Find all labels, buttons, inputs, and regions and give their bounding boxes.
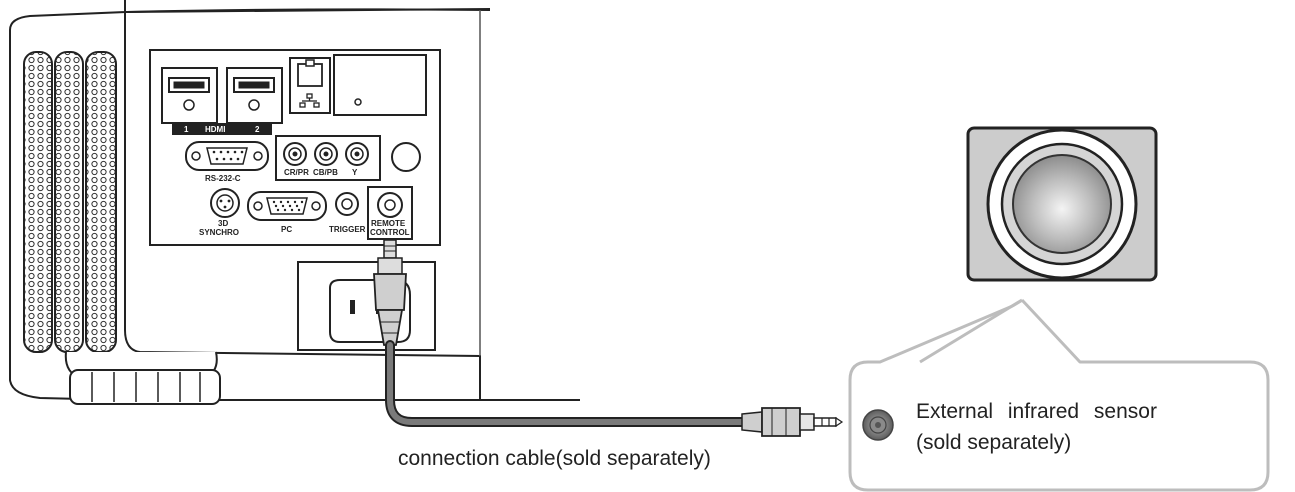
3d-label: 3D [218, 219, 228, 228]
pc-port [247, 191, 327, 221]
cr-pr-jack [283, 142, 307, 166]
3d-synchro-port [210, 188, 240, 218]
cable-plug-projector [373, 239, 407, 346]
sensor-jack-icon [862, 409, 894, 441]
sensor-caption-line2: (sold separately) [916, 431, 1072, 454]
y-label: Y [352, 168, 358, 177]
hdmi-label: HDMI [205, 125, 225, 134]
round-cap [391, 142, 421, 172]
hdmi-port-1 [161, 67, 218, 124]
remote-control-port [367, 186, 413, 240]
projector-left-bevel [124, 12, 481, 400]
rs232c-label: RS-232-C [205, 174, 241, 183]
cover-plate [333, 54, 427, 116]
projector-foot [64, 351, 221, 405]
trigger-port [335, 192, 359, 216]
cb-pb-label: CB/PB [313, 168, 338, 177]
trigger-label: TRIGGER [329, 225, 366, 234]
rs232c-port [185, 141, 269, 171]
cb-pb-jack [314, 142, 338, 166]
sensor-caption-line1: External infrared sensor [916, 400, 1157, 423]
pc-label: PC [281, 225, 292, 234]
projector [9, 0, 580, 401]
sensor-callout [848, 300, 1270, 492]
hdmi-1-label: 1 [184, 125, 189, 134]
component-video-group [275, 135, 381, 181]
hdmi-2-label: 2 [255, 125, 260, 134]
remote-label: REMOTE [371, 219, 406, 228]
external-infrared-sensor [966, 126, 1158, 282]
y-jack [345, 142, 369, 166]
ventilation-grille [23, 51, 117, 353]
network-icon [299, 93, 320, 108]
cable-caption: connection cable(sold separately) [398, 447, 711, 470]
lan-port [289, 57, 331, 114]
ac-inlet [297, 261, 436, 351]
cr-pr-label: CR/PR [284, 168, 309, 177]
cable-plug-sensor [741, 407, 844, 437]
synchro-label: SYNCHRO [199, 228, 239, 237]
control-label: CONTROL [370, 228, 410, 237]
hdmi-label-bar [172, 123, 272, 135]
hdmi-port-2 [226, 67, 283, 124]
